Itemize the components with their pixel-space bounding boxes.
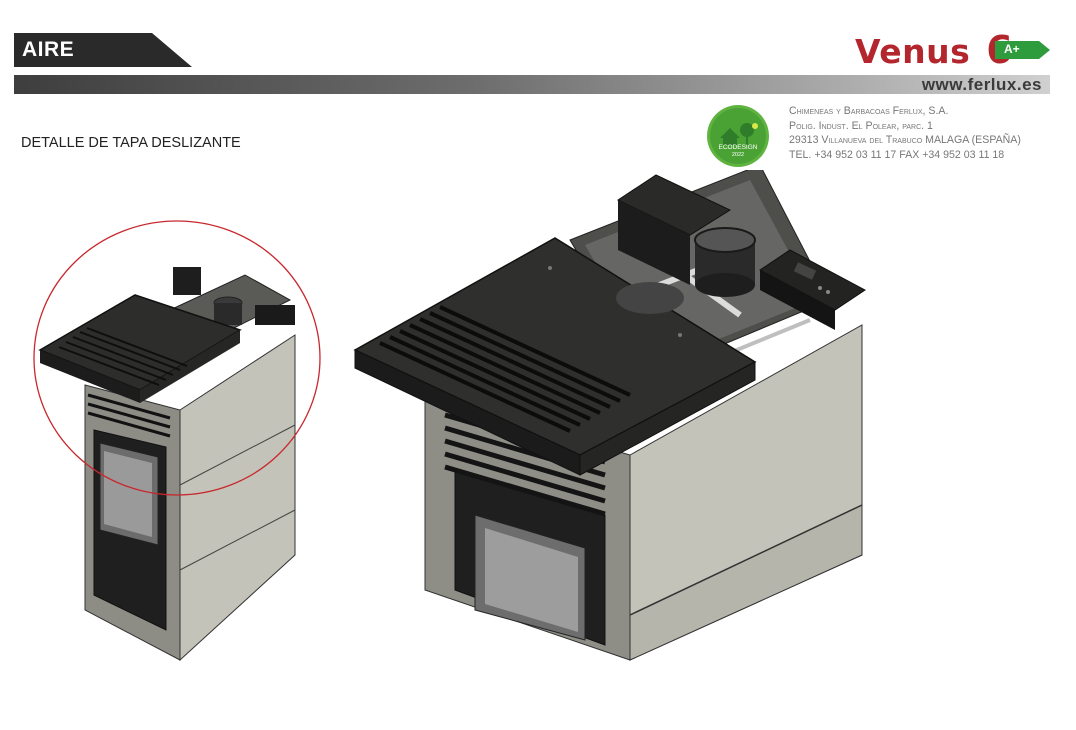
- section-tag: AIRE: [14, 33, 192, 67]
- ecodesign-label: ECODESIGN: [718, 144, 758, 151]
- header-bar: [14, 75, 1050, 94]
- sliding-lid-detail-illustration: [353, 170, 866, 661]
- ecodesign-badge: ECODESIGN 2022: [706, 104, 770, 168]
- company-address-line2: 29313 Villanueva del Trabuco MALAGA (ESP…: [789, 134, 1021, 146]
- company-phone: TEL. +34 952 03 11 17 FAX +34 952 03 11 …: [789, 148, 1005, 161]
- company-name: Chimeneas y Barbacoas Ferlux, S.A.: [789, 105, 949, 117]
- section-tag-shape: [14, 33, 192, 67]
- ecodesign-year: 2022: [731, 152, 745, 158]
- highlight-circle: [33, 220, 321, 496]
- energy-class-label: A+: [1004, 42, 1020, 56]
- company-address: Chimeneas y Barbacoas Ferlux, S.A. Polig…: [789, 104, 1021, 162]
- stove-overview-illustration: [33, 220, 321, 662]
- company-address-line1: Polig. Indust. El Polear, parc. 1: [789, 119, 933, 132]
- energy-class-badge: A+: [995, 41, 1051, 59]
- section-tag-label: AIRE: [22, 38, 75, 61]
- product-title: Venus 6: [855, 28, 1013, 72]
- detail-caption: DETALLE DE TAPA DESLIZANTE: [21, 135, 241, 151]
- website-url: www.ferlux.es: [921, 75, 1042, 94]
- ecodesign-icon: [707, 105, 769, 167]
- product-name: Venus: [855, 32, 971, 71]
- energy-arrow-shape: [995, 41, 1050, 59]
